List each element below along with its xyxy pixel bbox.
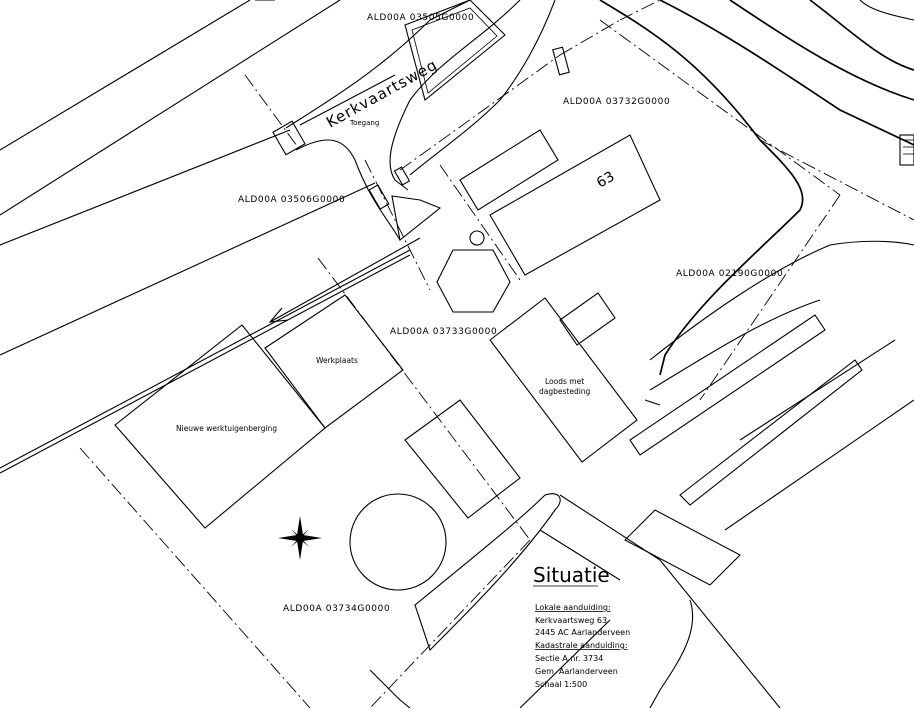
legend-municipality: Gem. Aarlanderveen [535,667,618,676]
house-number: 63 [594,169,617,192]
parcel-boundaries [79,0,914,708]
parcel-label-03732: ALD00A 03732G0000 [563,97,670,107]
legend-address-2: 2445 AC Aarlanderveen [535,628,630,637]
compass-rose-icon [278,516,322,560]
access-label: Toegang [349,119,379,127]
parcel-label-02190: ALD00A 02190G0000 [676,269,783,279]
label-werkplaats: Werkplaats [316,356,358,365]
building-berging [114,324,326,529]
parcel-label-03505: ALD00A 03505G0000 [367,13,474,23]
parcel-label-03506: ALD00A 03506G0000 [238,195,345,205]
building-loods [489,297,638,463]
building-top-inner [411,7,498,94]
label-loods-1: Loods met [545,377,584,386]
silo [349,493,447,591]
label-berging: Nieuwe werktuigenberging [176,424,277,433]
legend-address-1: Kerkvaartsweg 63 [535,616,607,625]
legend-location-heading: Lokale aanduiding: [535,603,611,612]
legend-scale: Schaal 1:500 [535,680,587,689]
house-63: 63 [459,129,661,276]
building-top [404,0,506,101]
building-werkplaats [264,294,404,429]
legend-title: Situatie [533,563,610,587]
marker-circle [469,230,485,246]
direction-arrow-icon [268,237,421,323]
parking-bars [624,314,914,586]
legend-cadastral-heading: Kadastrale aanduiding: [535,641,628,650]
parcel-label-03734: ALD00A 03734G0000 [283,604,390,614]
bottom-ditch [369,493,781,708]
parcel-label-03733: ALD00A 03733G0000 [390,327,497,337]
building-shed [404,399,521,519]
legend-section: Sectie A nr. 3734 [535,654,603,663]
right-road [599,0,914,406]
hexagon-structure [436,249,511,313]
road-bands [0,0,411,474]
label-loods-2: dagbesteding [539,387,591,396]
building-loods-annex [559,292,616,346]
legend-block: Situatie Lokale aanduiding: Kerkvaartswe… [533,563,630,689]
